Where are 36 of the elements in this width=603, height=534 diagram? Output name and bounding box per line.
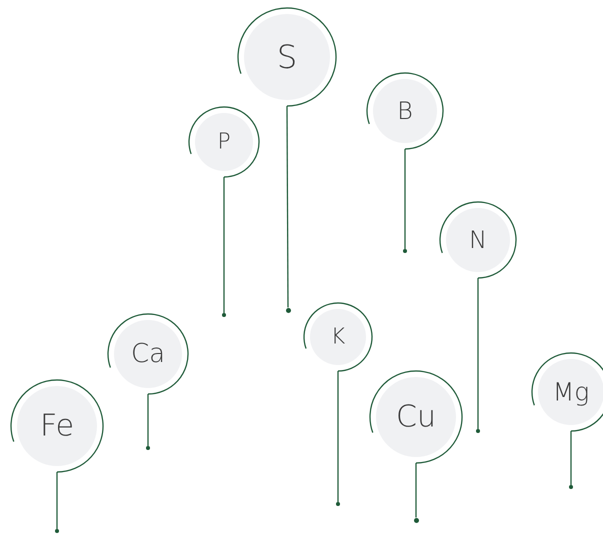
element-symbol: S	[276, 38, 298, 76]
pin-circle	[238, 8, 336, 106]
pin-stem	[404, 149, 406, 249]
pin-circle	[189, 107, 259, 177]
pin-stem	[223, 177, 225, 313]
pin-stem	[56, 472, 58, 529]
pin-dot	[146, 446, 150, 450]
element-symbol: P	[216, 130, 232, 154]
element-symbol: N	[468, 226, 488, 254]
pin-stem	[147, 394, 149, 446]
pin-circle	[367, 73, 443, 149]
element-symbol: K	[330, 324, 346, 350]
pin-dot	[222, 313, 226, 317]
pin-dot	[569, 485, 573, 489]
pin-stem	[337, 371, 339, 502]
pin-dot	[286, 308, 290, 312]
pin-stem	[477, 278, 479, 429]
pin-circle	[370, 371, 462, 463]
pin-stem	[286, 106, 289, 308]
element-symbol: Ca	[130, 339, 166, 369]
pin-stem	[570, 431, 572, 485]
pin-circle	[108, 314, 188, 394]
pin-dot	[414, 518, 418, 522]
element-symbol: Fe	[38, 408, 76, 444]
pin-circle	[304, 303, 372, 371]
pin-stem	[415, 463, 417, 518]
pin-circle	[532, 353, 603, 431]
pin-dot	[476, 429, 480, 433]
element-symbol: Cu	[395, 400, 437, 434]
pin-circle	[440, 202, 516, 278]
pin-dot	[403, 249, 407, 253]
pin-dot	[55, 529, 59, 533]
element-symbol: B	[396, 97, 414, 125]
pin-dot	[336, 502, 340, 506]
pin-circle	[11, 380, 103, 472]
element-symbol: Mg	[552, 378, 590, 406]
